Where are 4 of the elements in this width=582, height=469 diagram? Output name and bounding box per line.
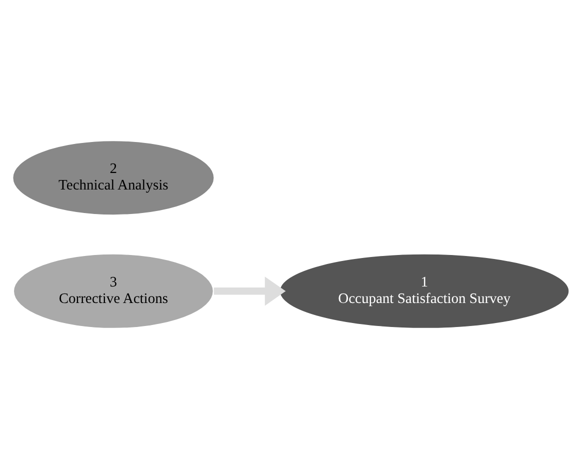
arrow <box>214 276 286 306</box>
node-ellipse: 3 Corrective Actions <box>13 254 214 329</box>
node-ellipse: 1 Occupant Satisfaction Survey <box>279 254 570 329</box>
node-ellipse: 2 Technical Analysis <box>12 140 215 216</box>
